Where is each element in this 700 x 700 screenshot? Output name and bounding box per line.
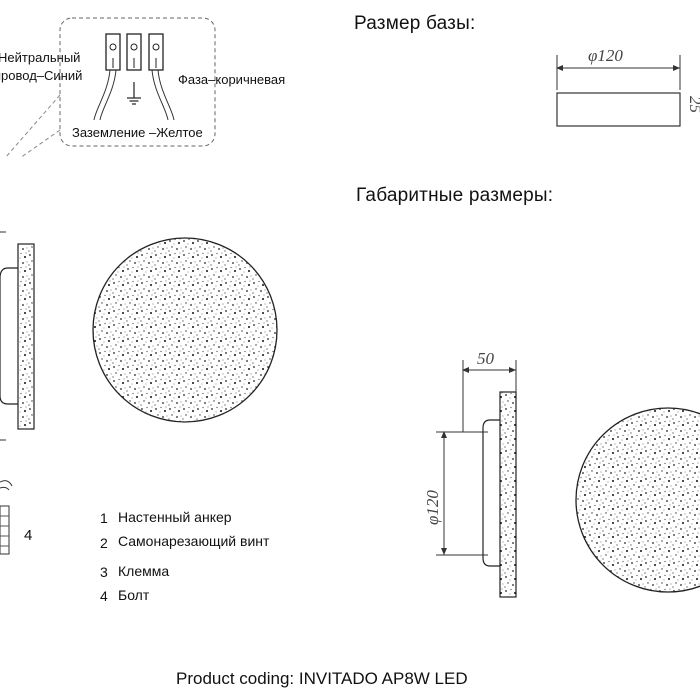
base-height-label: 25 [686, 96, 700, 113]
overall-depth-label: 50 [477, 349, 495, 368]
wiring-box [4, 17, 216, 159]
side-view-left [0, 231, 35, 441]
legend-num-4: 4 [100, 588, 108, 604]
legend-num-1: 1 [100, 510, 108, 526]
ground-wire-label: Заземление –Желтое [72, 125, 203, 140]
legend-text-1: Настенный анкер [118, 509, 232, 525]
overall-size-title: Габаритные размеры: [356, 185, 554, 206]
bolt-part-number: 4 [24, 527, 33, 544]
overall-diameter-label: φ120 [423, 490, 442, 525]
legend-text-2: Самонарезающий винт [118, 533, 270, 549]
base-size-drawing [556, 55, 681, 127]
overall-front-disc [575, 407, 700, 593]
legend-num-2: 2 [100, 535, 108, 551]
base-size-title: Размер базы: [354, 13, 476, 34]
legend-num-3: 3 [100, 564, 108, 580]
neutral-wire-label-line2: провод–Синий [0, 68, 83, 83]
overall-side-view [436, 360, 517, 598]
phase-wire-label: Фаза–коричневая [178, 72, 286, 87]
legend-text-3: Клемма [118, 563, 170, 579]
product-coding-footer: Product coding: INVITADO AP8W LED [176, 669, 468, 688]
terminal-block-icon [93, 33, 175, 121]
neutral-wire-label-line1: Нейтральный [0, 50, 81, 65]
legend-text-4: Болт [118, 587, 150, 603]
front-view-disc [92, 237, 278, 423]
base-diameter-label: φ120 [588, 46, 623, 65]
bolt-icon [0, 480, 13, 555]
